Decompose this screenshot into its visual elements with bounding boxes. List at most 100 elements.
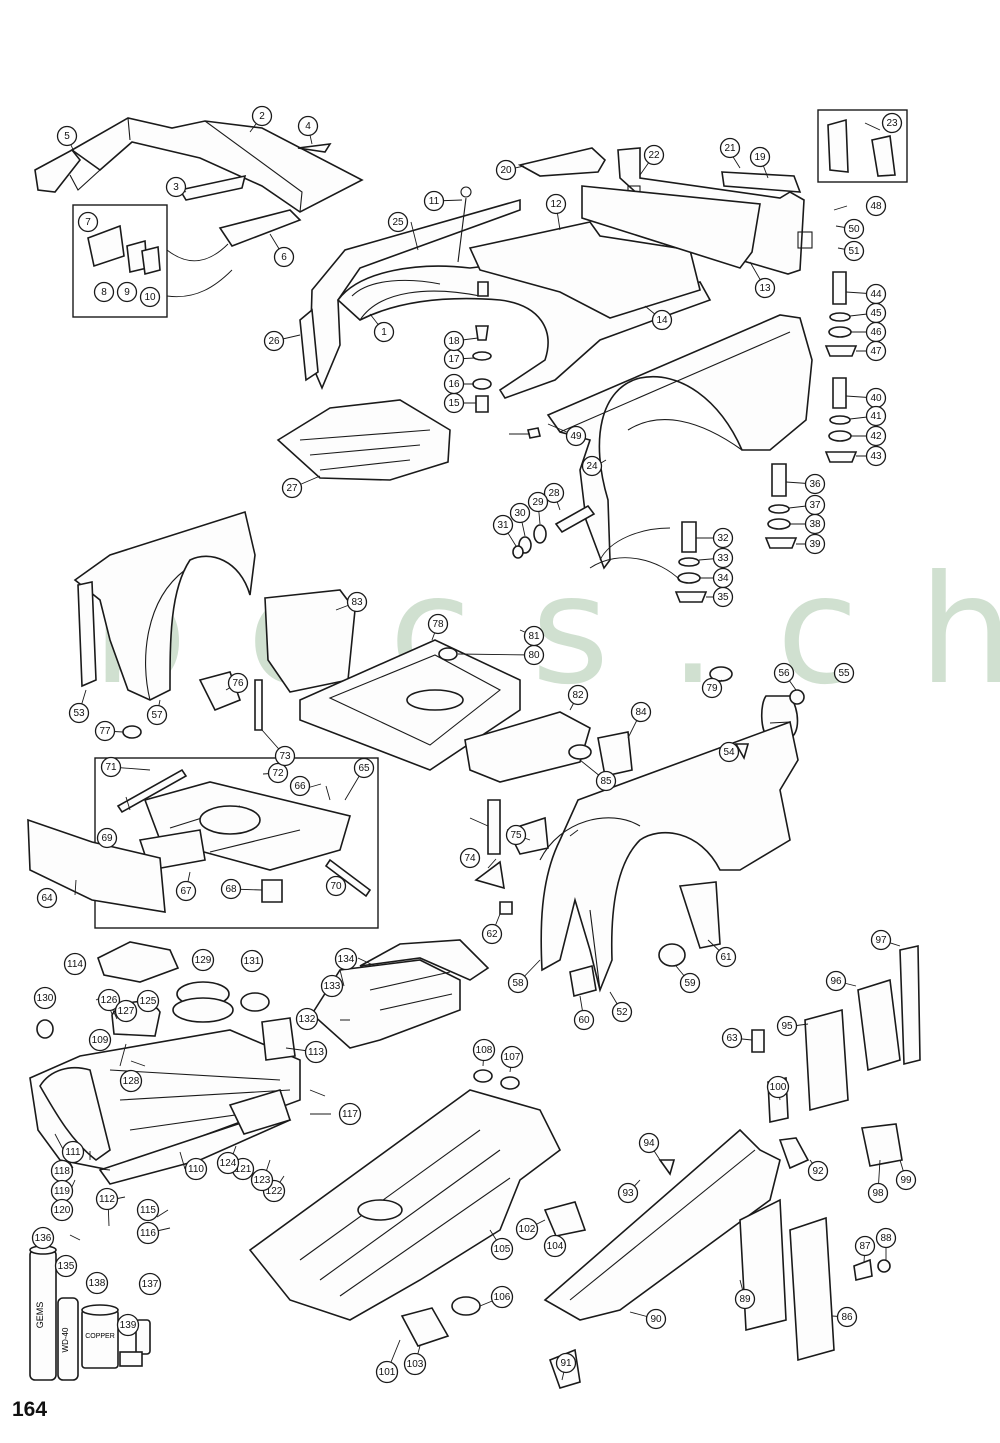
callout-52: 52 bbox=[611, 1001, 633, 1023]
callout-108: 108 bbox=[472, 1038, 496, 1062]
callout-14: 14 bbox=[651, 309, 673, 331]
callout-label: 95 bbox=[781, 1021, 793, 1032]
callout-131: 131 bbox=[240, 949, 264, 973]
callout-label: 16 bbox=[448, 379, 460, 390]
callout-70: 70 bbox=[325, 875, 347, 897]
callout-label: 107 bbox=[504, 1052, 521, 1063]
callout-77: 77 bbox=[94, 720, 116, 742]
callout-label: 100 bbox=[770, 1082, 787, 1093]
callout-81: 81 bbox=[523, 625, 545, 647]
callout-label: 52 bbox=[616, 1007, 628, 1018]
callout-124: 124 bbox=[216, 1151, 240, 1175]
callout-69: 69 bbox=[96, 827, 118, 849]
callout-label: 20 bbox=[500, 165, 512, 176]
callout-label: 78 bbox=[432, 619, 444, 630]
callout-133: 133 bbox=[320, 974, 344, 998]
callout-66: 66 bbox=[289, 775, 311, 797]
callout-31: 31 bbox=[492, 514, 514, 536]
callout-label: 96 bbox=[830, 976, 842, 987]
callout-label: 134 bbox=[338, 954, 355, 965]
bolt-stack-illustration bbox=[472, 271, 858, 603]
callout-label: 5 bbox=[64, 131, 70, 142]
callout-114: 114 bbox=[63, 952, 87, 976]
callout-label: 55 bbox=[838, 668, 850, 679]
callout-label: 79 bbox=[706, 683, 718, 694]
callout-label: 118 bbox=[54, 1166, 70, 1177]
callout-label: 42 bbox=[870, 431, 882, 442]
callout-38: 38 bbox=[804, 513, 826, 535]
spray-can-label: GEMS bbox=[35, 1302, 45, 1329]
callout-label: 4 bbox=[305, 121, 311, 132]
callout-110: 110 bbox=[184, 1157, 208, 1181]
callout-label: 85 bbox=[600, 776, 612, 787]
callout-label: 71 bbox=[105, 762, 117, 773]
callout-50: 50 bbox=[843, 218, 865, 240]
callout-label: 43 bbox=[870, 451, 882, 462]
callout-label: 94 bbox=[643, 1138, 655, 1149]
callout-label: 75 bbox=[510, 830, 522, 841]
bottle-label: WD-40 bbox=[61, 1327, 70, 1352]
callout-label: 108 bbox=[476, 1045, 493, 1056]
callout-84: 84 bbox=[630, 701, 652, 723]
callout-label: 72 bbox=[272, 768, 284, 779]
callout-label: 66 bbox=[294, 781, 306, 792]
callout-label: 111 bbox=[65, 1147, 81, 1158]
callout-5: 5 bbox=[56, 125, 78, 147]
callout-105: 105 bbox=[490, 1237, 514, 1261]
bracket-detail-illustration bbox=[87, 224, 161, 276]
callout-2: 2 bbox=[251, 105, 273, 127]
callout-67: 67 bbox=[175, 880, 197, 902]
callout-12: 12 bbox=[545, 193, 567, 215]
callout-label: 104 bbox=[547, 1241, 564, 1252]
callout-36: 36 bbox=[804, 473, 826, 495]
callout-42: 42 bbox=[865, 425, 887, 447]
callout-label: 113 bbox=[308, 1047, 324, 1058]
callout-17: 17 bbox=[443, 348, 465, 370]
callout-24: 24 bbox=[581, 455, 603, 477]
callout-63: 63 bbox=[721, 1027, 743, 1049]
callout-46: 46 bbox=[865, 321, 887, 343]
callout-41: 41 bbox=[865, 405, 887, 427]
callout-label: 44 bbox=[870, 289, 882, 300]
callout-20: 20 bbox=[495, 159, 517, 181]
callout-44: 44 bbox=[865, 283, 887, 305]
callout-label: 67 bbox=[180, 886, 192, 897]
callout-61: 61 bbox=[715, 946, 737, 968]
callout-90: 90 bbox=[645, 1308, 667, 1330]
callout-96: 96 bbox=[825, 970, 847, 992]
callout-label: 11 bbox=[429, 196, 440, 207]
callout-26: 26 bbox=[263, 330, 285, 352]
callout-55: 55 bbox=[833, 662, 855, 684]
callout-117: 117 bbox=[338, 1102, 362, 1126]
callout-label: 30 bbox=[514, 508, 526, 519]
callout-label: 99 bbox=[900, 1175, 912, 1186]
callout-label: 106 bbox=[494, 1292, 511, 1303]
callout-87: 87 bbox=[854, 1235, 876, 1257]
callout-label: 38 bbox=[809, 519, 821, 530]
callout-label: 130 bbox=[37, 993, 54, 1004]
callout-label: 120 bbox=[54, 1205, 71, 1216]
callout-label: 110 bbox=[188, 1164, 204, 1175]
callout-103: 103 bbox=[403, 1352, 427, 1376]
callout-label: 1 bbox=[381, 327, 387, 338]
callout-57: 57 bbox=[146, 704, 168, 726]
callout-label: 3 bbox=[173, 182, 179, 193]
callout-label: 98 bbox=[872, 1188, 884, 1199]
callout-95: 95 bbox=[776, 1015, 798, 1037]
callout-label: 31 bbox=[497, 520, 509, 531]
inner-wheel-arch-illustration bbox=[73, 510, 256, 701]
callout-label: 80 bbox=[528, 650, 540, 661]
callout-label: 17 bbox=[448, 354, 460, 365]
callout-101: 101 bbox=[375, 1360, 399, 1384]
callout-label: 89 bbox=[739, 1294, 751, 1305]
callout-label: 87 bbox=[859, 1241, 871, 1252]
callout-label: 60 bbox=[578, 1015, 590, 1026]
callout-32: 32 bbox=[712, 527, 734, 549]
callout-88: 88 bbox=[875, 1227, 897, 1249]
callout-label: 34 bbox=[717, 573, 729, 584]
callout-89: 89 bbox=[734, 1288, 756, 1310]
callout-label: 59 bbox=[684, 978, 696, 989]
callout-label: 18 bbox=[448, 336, 460, 347]
callout-label: 58 bbox=[512, 978, 524, 989]
callout-label: 33 bbox=[717, 553, 729, 564]
